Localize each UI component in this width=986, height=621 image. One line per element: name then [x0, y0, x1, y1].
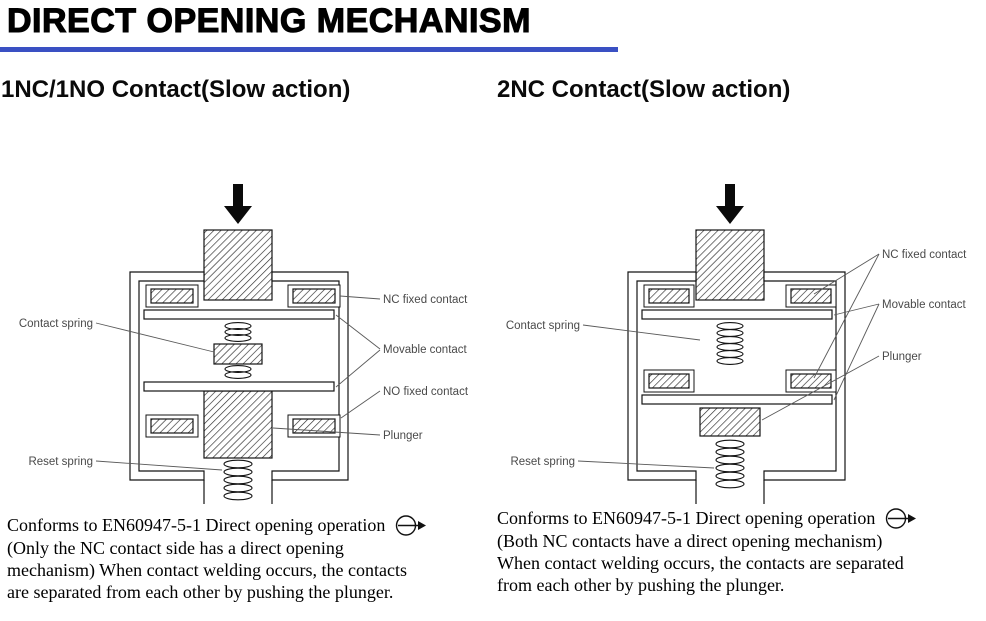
label-nc-fixed-contact: NC fixed contact — [383, 294, 468, 306]
description-2nc: Conforms to EN60947-5-1 Direct opening o… — [497, 507, 981, 596]
diagram-2nc: NC fixed contact Movable contact Plunger… — [506, 184, 967, 504]
description-text: (Only the NC contact side has a direct o… — [7, 538, 344, 558]
contact-spring-coil — [224, 322, 252, 379]
reset-spring-coil — [223, 459, 253, 501]
label-contact-spring: Contact spring — [19, 318, 93, 330]
leader-lines — [95, 295, 381, 471]
description-1nc1no: Conforms to EN60947-5-1 Direct opening o… — [7, 514, 477, 603]
label-movable-contact: Movable contact — [882, 299, 967, 311]
nc-fixed-contact-terminals — [145, 284, 341, 308]
description-line: Conforms to EN60947-5-1 Direct opening o… — [7, 514, 477, 537]
description-text: from each other by pushing the plunger. — [497, 575, 785, 595]
label-movable-contact: Movable contact — [383, 344, 468, 356]
description-text: Conforms to EN60947-5-1 Direct opening o… — [497, 508, 876, 528]
section-heading-2nc: 2NC Contact(Slow action) — [497, 76, 791, 103]
reset-spring-coil — [715, 439, 745, 489]
movable-contact-bars — [641, 309, 833, 405]
plunger-shaft — [695, 229, 765, 437]
label-nc-fixed-contact: NC fixed contact — [882, 249, 967, 261]
diagram-1nc1no: NC fixed contact Movable contact NO fixe… — [19, 184, 469, 504]
contact-spring-coil — [716, 322, 744, 365]
direct-opening-symbol-icon — [886, 508, 917, 529]
switch-body — [627, 271, 846, 504]
leader-lines — [577, 253, 880, 469]
label-no-fixed-contact: NO fixed contact — [383, 386, 469, 398]
push-arrow-icon — [716, 184, 744, 224]
label-plunger: Plunger — [882, 351, 922, 363]
nc-fixed-contact-terminals-lower — [643, 369, 837, 393]
description-line: Conforms to EN60947-5-1 Direct opening o… — [497, 507, 981, 530]
label-reset-spring: Reset spring — [510, 456, 575, 468]
description-text: (Both NC contacts have a direct opening … — [497, 531, 883, 551]
page-title: DIRECT OPENING MECHANISM — [6, 1, 531, 40]
label-plunger: Plunger — [383, 430, 423, 442]
label-contact-spring: Contact spring — [506, 320, 580, 332]
direct-opening-symbol-icon — [396, 515, 427, 536]
description-text: When contact welding occurs, the contact… — [497, 553, 904, 573]
movable-contact-bars — [143, 309, 335, 392]
push-arrow-icon — [224, 184, 252, 224]
label-reset-spring: Reset spring — [28, 456, 93, 468]
description-text: Conforms to EN60947-5-1 Direct opening o… — [7, 515, 386, 535]
nc-fixed-contact-terminals-upper — [643, 284, 837, 308]
description-text: mechanism) When contact welding occurs, … — [7, 560, 408, 580]
section-heading-1nc1no: 1NC/1NO Contact(Slow action) — [1, 76, 351, 103]
plunger-shaft — [203, 229, 273, 459]
title-underline — [0, 47, 618, 52]
description-text: are separated from each other by pushing… — [7, 582, 394, 602]
